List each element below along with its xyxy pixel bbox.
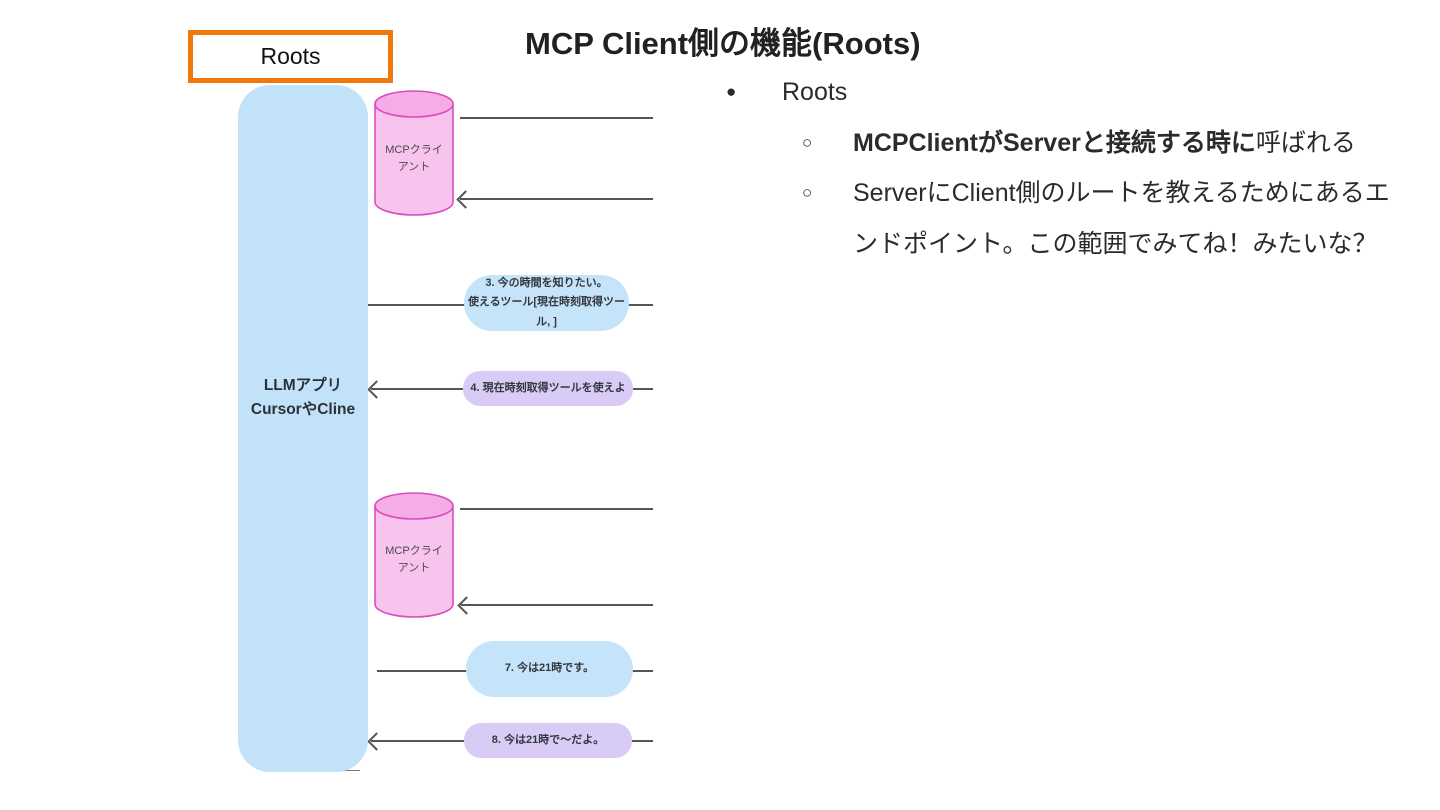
bullet-item-roots: ● Roots <box>710 67 1398 118</box>
roots-callout-label: Roots <box>260 43 321 69</box>
bullet-subitem-2: ○ ServerにClient側のルートを教えるためにあるエンドポイント。この範… <box>710 168 1398 269</box>
mcp-client-bottom-label-line1: MCPクライ <box>385 545 443 557</box>
mcp-client-top-label: MCPクライ アント <box>374 142 454 175</box>
bullet-subitem-1: ○ MCPClientがServerと接続する時に呼ばれる <box>710 118 1398 169</box>
arrow-left-icon <box>457 596 476 615</box>
message-line-6 <box>461 604 653 606</box>
arrow-left-icon <box>367 380 386 399</box>
message-line-1 <box>460 117 653 119</box>
message-line-2 <box>460 198 653 200</box>
bullet-list: ● Roots ○ MCPClientがServerと接続する時に呼ばれる ○ … <box>710 67 1398 269</box>
bullet-subitem-1-text: MCPClientがServerと接続する時に呼ばれる <box>853 118 1398 169</box>
llm-app-label: LLMアプリ CursorやCline <box>238 374 368 422</box>
bullet-circle-icon: ○ <box>802 183 813 202</box>
indent-spacer <box>710 118 802 169</box>
mcp-client-top-label-line2: アント <box>397 160 431 173</box>
arrow-left-icon <box>367 732 386 751</box>
llm-app-label-line2: CursorやCline <box>250 401 356 419</box>
message-line-5 <box>460 508 653 510</box>
mcp-client-cylinder-top <box>374 90 454 216</box>
message-bubble-3: 3. 今の時間を知りたい。 使えるツール[現在時刻取得ツール, ] <box>464 275 629 331</box>
indent-spacer <box>710 168 802 269</box>
message-bubble-4: 4. 現在時刻取得ツールを使えよ <box>463 371 633 406</box>
llm-app-shape <box>238 85 368 772</box>
message-bubble-7: 7. 今は21時です。 <box>466 641 633 697</box>
arrow-left-icon <box>456 190 475 209</box>
bullet-circle-icon: ○ <box>802 132 813 152</box>
roots-callout-box: Roots <box>188 30 393 83</box>
bullet-dot-icon: ● <box>726 82 737 101</box>
bullet-subitem-1-rest: 呼ばれる <box>1255 128 1356 157</box>
slide-title: MCP Client側の機能(Roots) <box>525 26 921 61</box>
mcp-client-top-label-line1: MCPクライ <box>385 144 443 156</box>
bullet-subitem-2-text: ServerにClient側のルートを教えるためにあるエンドポイント。この範囲で… <box>853 179 1390 258</box>
message-bubble-3-line1: 3. 今の時間を知りたい。 <box>485 277 608 290</box>
mcp-client-cylinder-bottom <box>374 492 454 618</box>
message-bubble-7-line1: 7. 今は21時です。 <box>504 662 595 675</box>
message-bubble-8: 8. 今は21時で〜だよ。 <box>464 723 632 758</box>
bullet-subitem-1-bold: MCPClientがServerと接続する時に <box>853 128 1256 157</box>
message-bubble-4-line1: 4. 現在時刻取得ツールを使えよ <box>470 381 626 394</box>
mcp-client-bottom-label: MCPクライ アント <box>374 543 454 576</box>
mcp-client-bottom-label-line2: アント <box>397 561 431 574</box>
message-bubble-8-line1: 8. 今は21時で〜だよ。 <box>491 733 605 746</box>
message-bubble-3-line2: 使えるツール[現在時刻取得ツール, ] <box>467 296 626 328</box>
bullet-item-roots-text: Roots <box>782 78 848 106</box>
llm-app-label-line1: LLMアプリ <box>263 377 343 394</box>
